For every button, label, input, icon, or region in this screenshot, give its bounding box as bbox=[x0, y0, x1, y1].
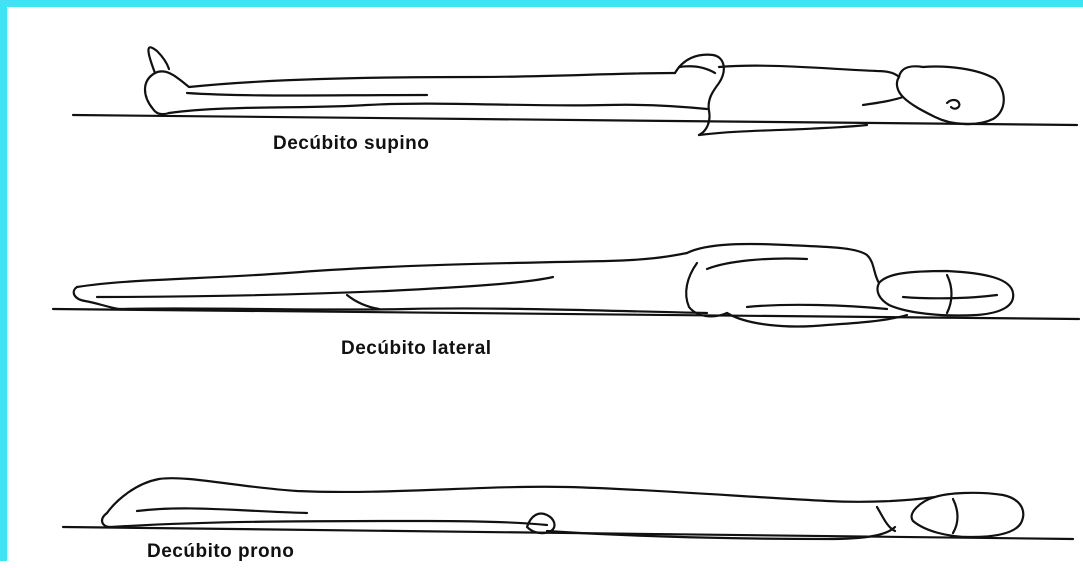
caption-prone: Decúbito prono bbox=[147, 541, 294, 563]
supine-figure bbox=[73, 47, 1077, 135]
lateral-figure bbox=[53, 244, 1079, 327]
supine-floor-line bbox=[73, 115, 1077, 125]
caption-supine: Decúbito supino bbox=[273, 133, 429, 155]
positions-illustration bbox=[7, 7, 1083, 568]
prone-figure bbox=[63, 478, 1073, 539]
caption-lateral: Decúbito lateral bbox=[341, 338, 492, 360]
